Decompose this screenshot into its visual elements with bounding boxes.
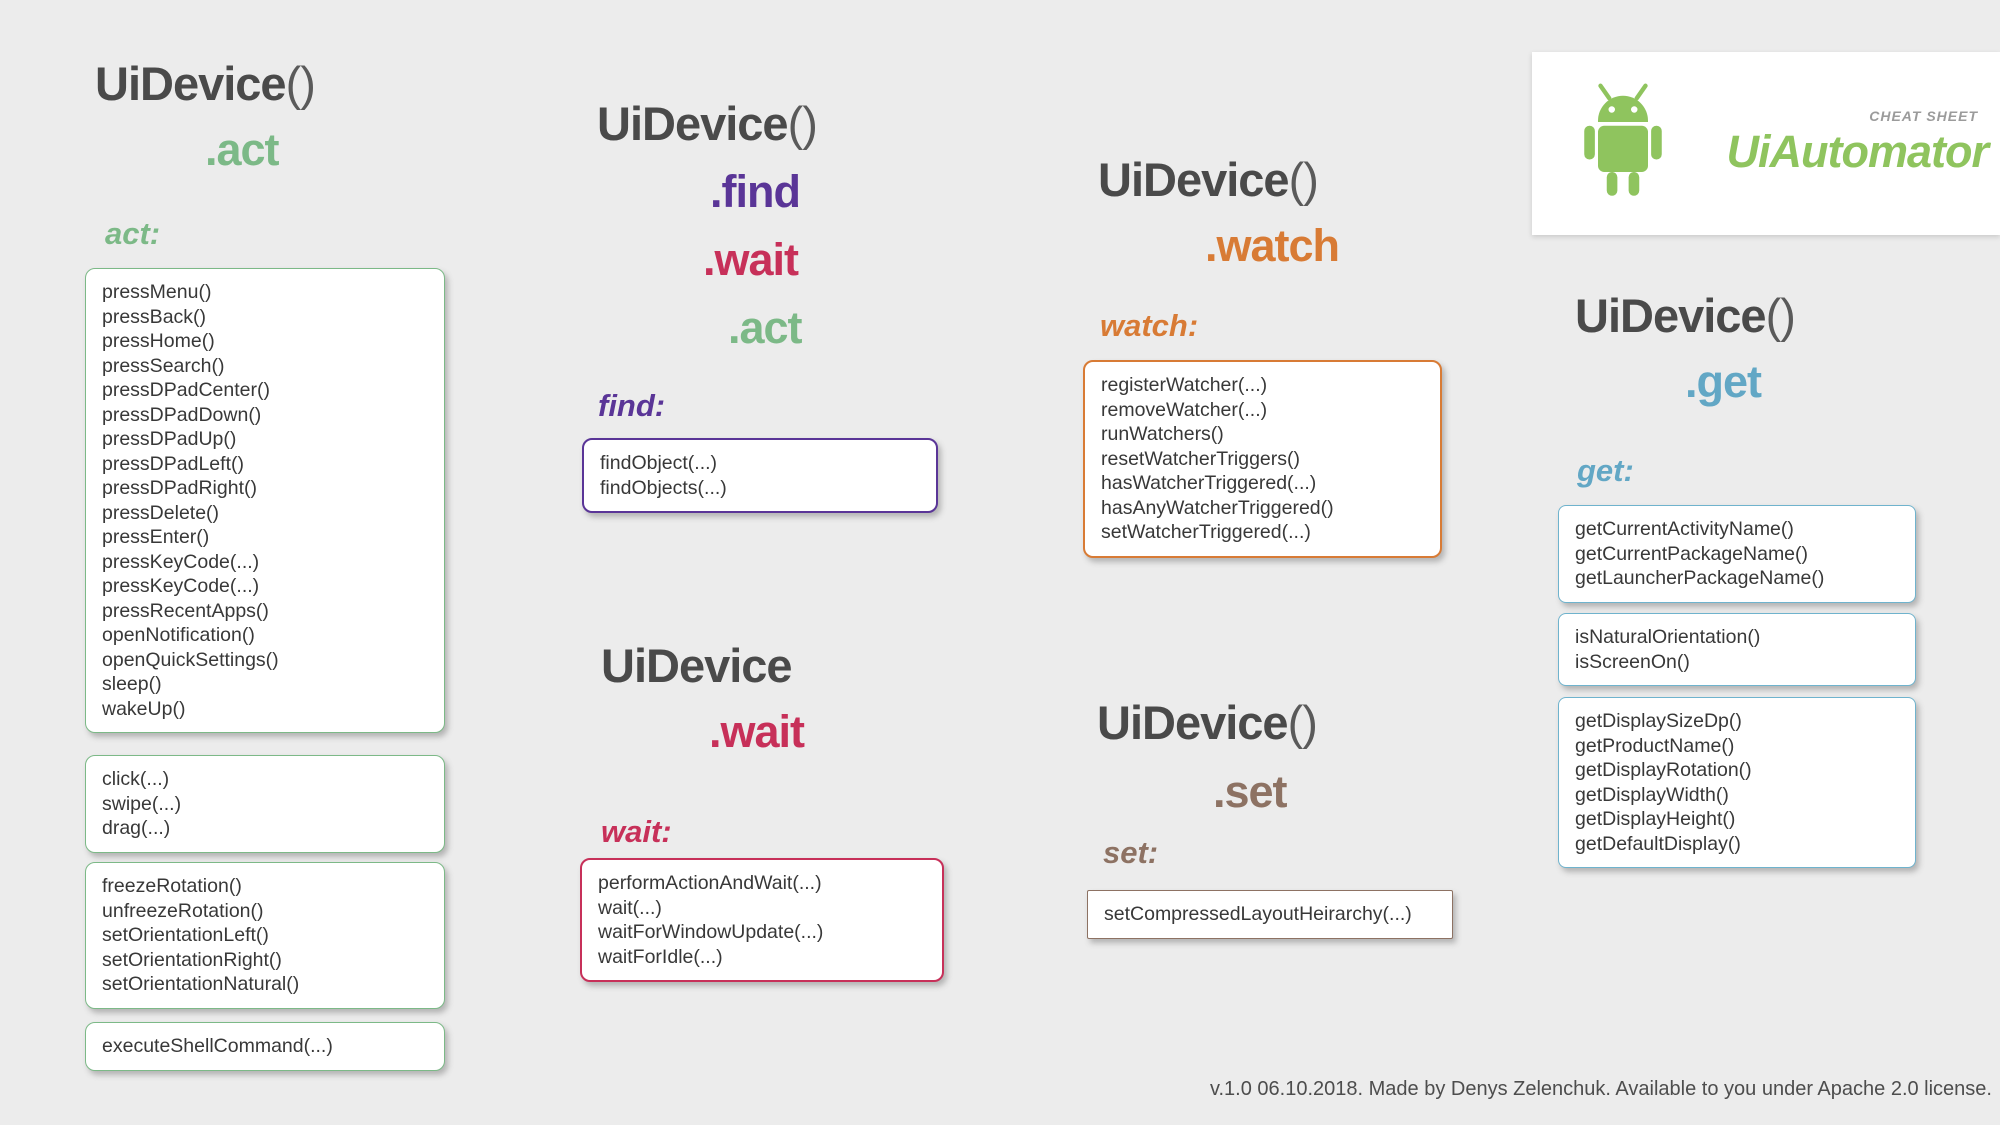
method-name: setOrientationLeft()	[102, 924, 269, 946]
method-name: openQuickSettings()	[102, 648, 279, 671]
wait-box: performActionAndWait(...)wait(...)waitFo…	[580, 858, 944, 982]
method-name: click(...)	[102, 768, 170, 790]
watch-box: registerWatcher(...)removeWatcher(...)ru…	[1083, 360, 1442, 558]
method-name: hasWatcherTriggered(...)	[1101, 472, 1317, 494]
section-act-label: act:	[105, 216, 161, 251]
method-name: isNaturalOrientation()	[1575, 626, 1761, 648]
method-name: getDisplayRotation()	[1575, 759, 1752, 781]
method-name: hasAnyWatcherTriggered()	[1101, 496, 1334, 519]
method-name: findObjects(...)	[600, 476, 727, 499]
footer-credits: v.1.0 06.10.2018. Made by Denys Zelenchu…	[1209, 1078, 1992, 1100]
method-name: executeShellCommand(...)	[102, 1035, 333, 1057]
method-name: pressDPadUp()	[102, 428, 237, 450]
android-robot-icon	[1584, 83, 1662, 196]
method-name: pressEnter()	[102, 526, 210, 548]
section-find-tag: .find	[710, 166, 801, 217]
method-name: findObject(...)	[600, 452, 718, 474]
class-name: UiDevice	[1097, 696, 1289, 749]
method-name: drag(...)	[102, 817, 171, 839]
section-act-tag: .act	[728, 302, 803, 353]
method-name: isScreenOn()	[1575, 650, 1690, 673]
class-parens: ()	[285, 57, 316, 110]
method-name: removeWatcher(...)	[1101, 398, 1268, 421]
method-name: wakeUp()	[102, 697, 186, 720]
method-name: pressHome()	[102, 330, 215, 352]
method-name: setOrientationRight()	[102, 948, 282, 971]
section-watch-title: UiDevice()	[1098, 152, 1319, 207]
section-get-title: UiDevice()	[1575, 288, 1796, 343]
class-name: UiDevice	[1575, 289, 1767, 342]
method-name: unfreezeRotation()	[102, 899, 264, 922]
uiautomator-logo-card: CHEAT SHEET UiAutomator	[1532, 52, 2000, 235]
method-name: freezeRotation()	[102, 875, 242, 897]
method-name: performActionAndWait(...)	[598, 872, 822, 894]
method-name: pressDelete()	[102, 501, 220, 524]
method-name: swipe(...)	[102, 792, 182, 815]
get-display-box: getDisplaySizeDp()getProductName()getDis…	[1558, 697, 1916, 868]
method-name: getLauncherPackageName()	[1575, 567, 1825, 589]
class-parens: ()	[1765, 289, 1796, 342]
class-parens: ()	[1287, 696, 1318, 749]
find-box: findObject(...)findObjects(...)	[582, 438, 938, 513]
method-name: getCurrentPackageName()	[1575, 542, 1809, 565]
class-parens: ()	[787, 97, 818, 150]
get-names-box: getCurrentActivityName()getCurrentPackag…	[1558, 505, 1916, 603]
section-set-tag: .set	[1213, 766, 1288, 817]
class-name: UiDevice	[1098, 153, 1290, 206]
method-name: resetWatcherTriggers()	[1101, 447, 1301, 470]
section-wait-tag: .wait	[703, 234, 799, 285]
method-name: pressSearch()	[102, 354, 225, 377]
method-name: pressDPadRight()	[102, 477, 257, 499]
method-name: getCurrentActivityName()	[1575, 518, 1794, 540]
get-state-box: isNaturalOrientation()isScreenOn()	[1558, 613, 1916, 686]
section-wait-title: UiDevice	[601, 638, 793, 693]
class-parens: ()	[1288, 153, 1319, 206]
method-name: setWatcherTriggered(...)	[1101, 521, 1311, 543]
class-name: UiDevice	[597, 97, 789, 150]
method-name: pressDPadLeft()	[102, 452, 244, 475]
method-name: waitForIdle(...)	[598, 945, 723, 968]
method-name: getDefaultDisplay()	[1575, 832, 1741, 855]
method-name: sleep()	[102, 673, 162, 695]
method-name: getDisplayWidth()	[1575, 783, 1729, 806]
section-get-tag: .get	[1685, 356, 1762, 407]
method-name: runWatchers()	[1101, 423, 1224, 445]
method-name: openNotification()	[102, 624, 255, 646]
section-watch-tag: .watch	[1205, 220, 1340, 271]
method-name: getDisplayHeight()	[1575, 808, 1736, 830]
uiautomator-title: UiAutomator	[1726, 126, 1989, 177]
section-get-label: get:	[1577, 453, 1634, 488]
method-name: setCompressedLayoutHeirarchy(...)	[1104, 903, 1412, 925]
method-name: wait(...)	[598, 896, 662, 919]
method-name: getProductName()	[1575, 734, 1735, 757]
method-name: registerWatcher(...)	[1101, 374, 1268, 396]
method-name: getDisplaySizeDp()	[1575, 710, 1742, 732]
section-find-label: find:	[598, 388, 666, 423]
act-rotation-box: freezeRotation()unfreezeRotation()setOri…	[85, 862, 445, 1009]
section-act-tag: .act	[205, 124, 280, 175]
class-name: UiDevice	[95, 57, 287, 110]
method-name: pressBack()	[102, 305, 207, 328]
class-name: UiDevice	[601, 639, 793, 692]
method-name: waitForWindowUpdate(...)	[598, 921, 824, 943]
section-wait-label: wait:	[601, 814, 672, 849]
section-act-title: UiDevice()	[95, 56, 316, 111]
section-set-title: UiDevice()	[1097, 695, 1318, 750]
section-watch-label: watch:	[1100, 308, 1199, 343]
method-name: setOrientationNatural()	[102, 973, 300, 995]
section-find-title: UiDevice()	[597, 96, 818, 151]
act-press-box: pressMenu()pressBack()pressHome()pressSe…	[85, 268, 445, 733]
section-wait-tag: .wait	[709, 706, 805, 757]
method-name: pressRecentApps()	[102, 599, 269, 622]
method-name: pressDPadDown()	[102, 403, 262, 426]
act-shell-box: executeShellCommand(...)	[85, 1022, 445, 1071]
section-set-label: set:	[1103, 835, 1159, 870]
method-name: pressDPadCenter()	[102, 379, 270, 401]
method-name: pressMenu()	[102, 281, 212, 303]
act-gesture-box: click(...)swipe(...)drag(...)	[85, 755, 445, 853]
method-name: pressKeyCode(...)	[102, 550, 260, 573]
cheat-sheet-kicker: CHEAT SHEET	[1869, 108, 1978, 124]
method-name: pressKeyCode(...)	[102, 575, 260, 597]
set-box: setCompressedLayoutHeirarchy(...)	[1087, 890, 1453, 939]
